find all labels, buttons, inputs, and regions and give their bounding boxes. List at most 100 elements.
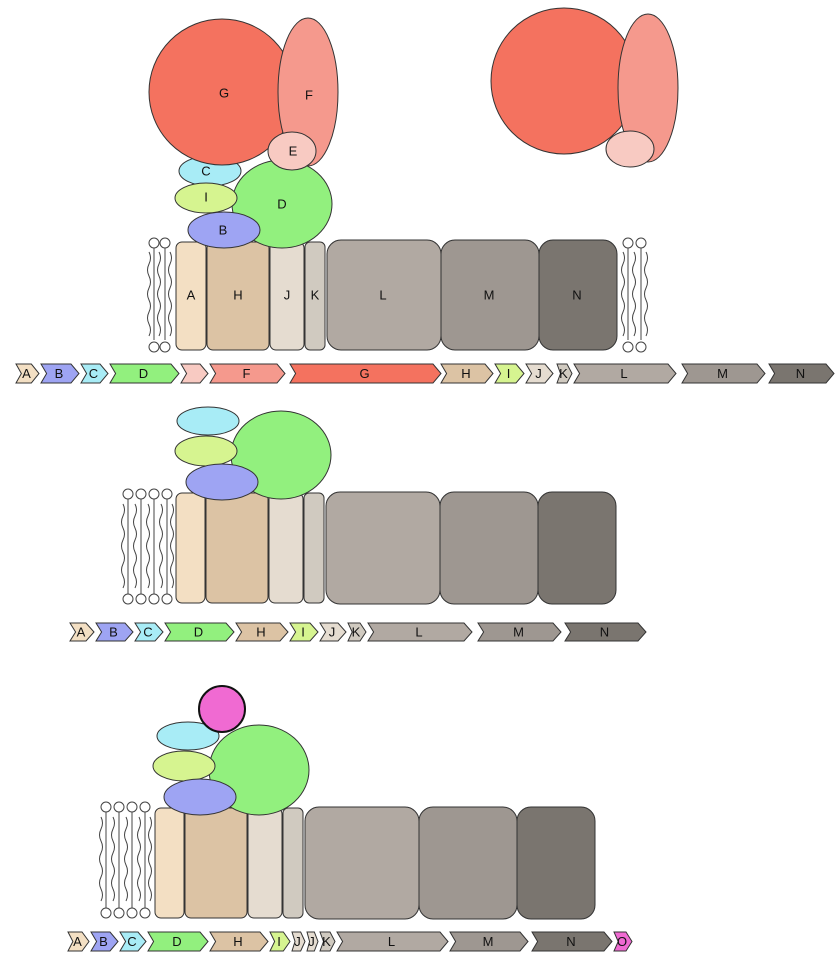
gene-arrow-A-3 — [67, 931, 90, 952]
gene-label-F-1: F — [243, 366, 251, 381]
gene-arrow-H-1 — [440, 363, 494, 384]
gene-label-H-3: H — [233, 934, 242, 949]
gene-arrow-E-1 — [180, 363, 209, 384]
gene-arrow-N-1 — [768, 363, 835, 384]
gene-arrow-K-2 — [347, 622, 367, 642]
subunit-B — [187, 211, 261, 249]
label-D: D — [277, 196, 286, 211]
gene-arrow-I-2 — [289, 622, 319, 642]
subunit-I-3 — [152, 750, 216, 782]
complex-1: G F E C I D B A H J K L M N — [147, 17, 648, 353]
gene-label-K-2: K — [352, 624, 361, 639]
gene-arrow-K-1 — [556, 363, 573, 384]
gene-arrow-M-1 — [681, 363, 766, 384]
gene-arrow-A-2 — [69, 622, 95, 642]
subunit-N — [538, 239, 618, 351]
gene-label-J-2: J — [329, 624, 336, 639]
label-H: H — [233, 287, 242, 302]
gene-label-K-1: K — [559, 366, 568, 381]
subunit-J-2 — [268, 492, 304, 604]
membrane-lipids-right-1 — [621, 237, 648, 353]
gene-arrow-B-1 — [40, 363, 80, 384]
gene-label-A-2: A — [77, 624, 86, 639]
subunit-M-2 — [439, 491, 539, 605]
gene-label-N-2: N — [600, 624, 609, 639]
gene-label-I-3: I — [277, 934, 281, 949]
complex-3 — [99, 685, 596, 920]
gene-arrow-J-1 — [525, 363, 554, 384]
label-C: C — [201, 163, 210, 178]
subunit-K-3 — [282, 807, 304, 919]
gene-label-J-3: J — [294, 934, 301, 949]
gene-label-D-3: D — [172, 934, 181, 949]
gene-label-J-3: J — [308, 934, 315, 949]
gene-arrow-L-1 — [573, 363, 677, 384]
subunit-A-3 — [154, 807, 185, 919]
gene-arrow-I-3 — [269, 931, 291, 952]
subunit-I — [174, 182, 238, 214]
subunit-F-detached — [617, 13, 679, 163]
detached-module — [490, 7, 679, 168]
gene-label-K-3: K — [322, 934, 331, 949]
label-G: G — [219, 85, 229, 100]
gene-label-J-1: J — [535, 366, 542, 381]
subunit-B-2 — [185, 463, 259, 501]
membrane-lipids-3 — [99, 801, 152, 919]
gene-arrow-H-2 — [235, 622, 289, 642]
gene-arrow-I-1 — [494, 363, 525, 384]
gene-label-D-2: D — [194, 624, 203, 639]
gene-label-I-2: I — [301, 624, 305, 639]
gene-label-A-3: A — [73, 934, 82, 949]
gene-arrow-M-3 — [449, 931, 529, 952]
gene-arrow-C-1 — [80, 363, 109, 384]
gene-arrow-H-3 — [209, 931, 269, 952]
subunit-H-2 — [205, 492, 269, 604]
gene-label-M-3: M — [483, 934, 494, 949]
subunit-H-3 — [184, 807, 248, 919]
gene-arrow-C-3 — [119, 931, 147, 952]
complex-2 — [121, 406, 617, 605]
gene-arrow-N-2 — [564, 622, 647, 642]
gene-label-C-3: C — [127, 934, 136, 949]
label-E: E — [289, 143, 298, 158]
subunit-K — [304, 241, 326, 351]
subunit-E-detached — [605, 130, 655, 168]
subunit-G-detached — [490, 7, 638, 155]
subunit-K-2 — [303, 492, 325, 604]
subunit-F — [277, 17, 339, 167]
gene-arrow-N-3 — [531, 931, 613, 952]
gene-arrow-D-3 — [147, 931, 209, 952]
gene-label-N-1: N — [796, 366, 805, 381]
gene-label-I-1: I — [507, 366, 511, 381]
gene-label-L-1: L — [620, 366, 627, 381]
label-B: B — [219, 222, 228, 237]
subunit-O-3 — [198, 685, 246, 733]
gene-label-B-3: B — [99, 934, 108, 949]
gene-label-M-1: M — [717, 366, 728, 381]
subunit-L-3 — [304, 806, 420, 920]
gene-arrow-K-3 — [319, 931, 336, 952]
gene-arrow-J-2 — [319, 622, 347, 642]
gene-arrow-L-3 — [336, 931, 449, 952]
subunit-N-3 — [516, 806, 596, 920]
gene-label-N-3: N — [566, 934, 575, 949]
gene-arrow-D-2 — [164, 622, 235, 642]
label-N: N — [572, 287, 581, 302]
label-M: M — [484, 287, 495, 302]
gene-arrow-M-2 — [477, 622, 562, 642]
gene-arrow-D-1 — [109, 363, 180, 384]
gene-label-L-3: L — [388, 934, 395, 949]
gene-label-L-2: L — [415, 624, 422, 639]
subunit-C-3 — [156, 721, 220, 751]
gene-label-H-2: H — [256, 624, 265, 639]
gene-arrow-G-1 — [289, 363, 442, 384]
gene-arrow-B-3 — [90, 931, 119, 952]
subunit-A — [175, 241, 207, 351]
label-A: A — [187, 287, 196, 302]
gene-arrow-A-1 — [15, 363, 40, 384]
subunit-I-2 — [174, 435, 238, 467]
